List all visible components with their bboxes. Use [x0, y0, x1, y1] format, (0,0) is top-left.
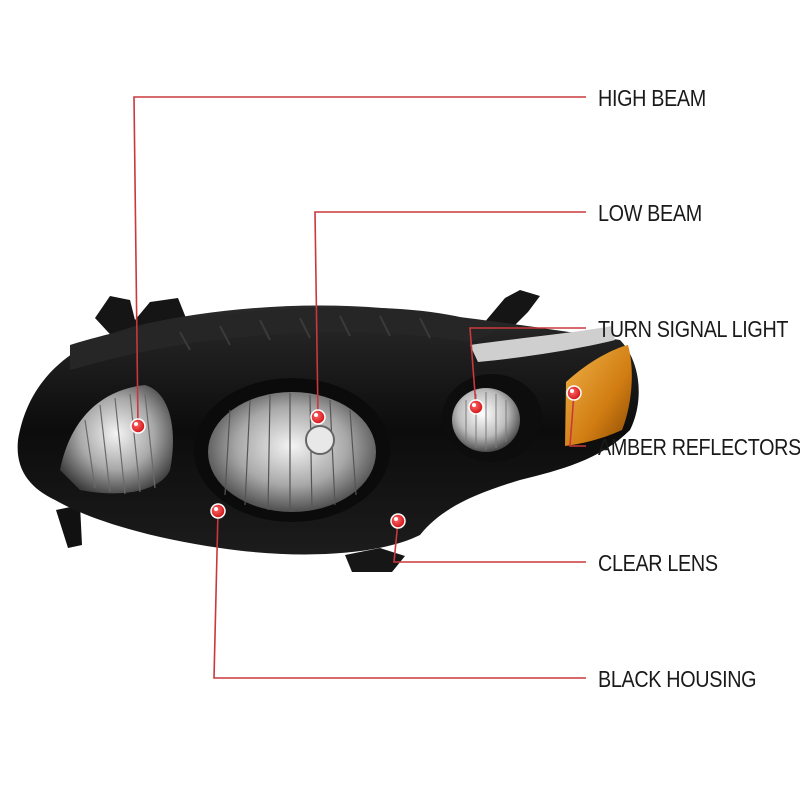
- marker-dot-black-housing: [210, 503, 226, 519]
- marker-highlight-low-beam: [314, 413, 318, 417]
- leader-line-clear-lens: [393, 520, 586, 563]
- marker-dot-high-beam: [130, 418, 146, 434]
- marker-highlight-turn-signal-light: [472, 403, 476, 407]
- leader-line-black-housing: [213, 510, 586, 679]
- leader-line-low-beam: [314, 211, 586, 418]
- leader-line-high-beam: [133, 96, 586, 427]
- marker-dot-low-beam: [310, 409, 326, 425]
- amber-reflector: [565, 345, 632, 446]
- label-black-housing: BLACK HOUSING: [598, 666, 757, 692]
- low-beam-reflector: [194, 378, 390, 522]
- chrome-trim-strip: [470, 326, 615, 362]
- label-amber-reflectors: AMBER REFLECTORS: [598, 434, 800, 460]
- callout-leaders: [133, 96, 586, 679]
- marker-dot-turn-signal-light: [468, 399, 484, 415]
- marker-highlight-high-beam: [134, 422, 138, 426]
- label-turn-signal-light: TURN SIGNAL LIGHT: [598, 316, 789, 342]
- headlight-assembly: [17, 290, 639, 572]
- marker-highlight-black-housing: [214, 507, 218, 511]
- high-beam-reflector: [60, 385, 173, 495]
- label-high-beam: HIGH BEAM: [598, 85, 706, 111]
- marker-dot-clear-lens: [390, 513, 406, 529]
- leader-line-turn-signal-light: [469, 327, 586, 408]
- marker-highlight-clear-lens: [394, 517, 398, 521]
- housing-ribs: [179, 315, 431, 351]
- marker-highlight-amber-reflectors: [570, 389, 574, 393]
- label-low-beam: LOW BEAM: [598, 200, 702, 226]
- mounting-tab-bottom: [56, 505, 82, 548]
- housing-top-rim: [70, 307, 500, 370]
- label-clear-lens: CLEAR LENS: [598, 550, 718, 576]
- marker-dot-amber-reflectors: [566, 385, 582, 401]
- callout-markers: [130, 385, 582, 529]
- leader-line-amber-reflectors: [569, 392, 586, 447]
- turn-signal-reflector: [442, 374, 542, 462]
- mounting-tab-lower: [345, 548, 405, 572]
